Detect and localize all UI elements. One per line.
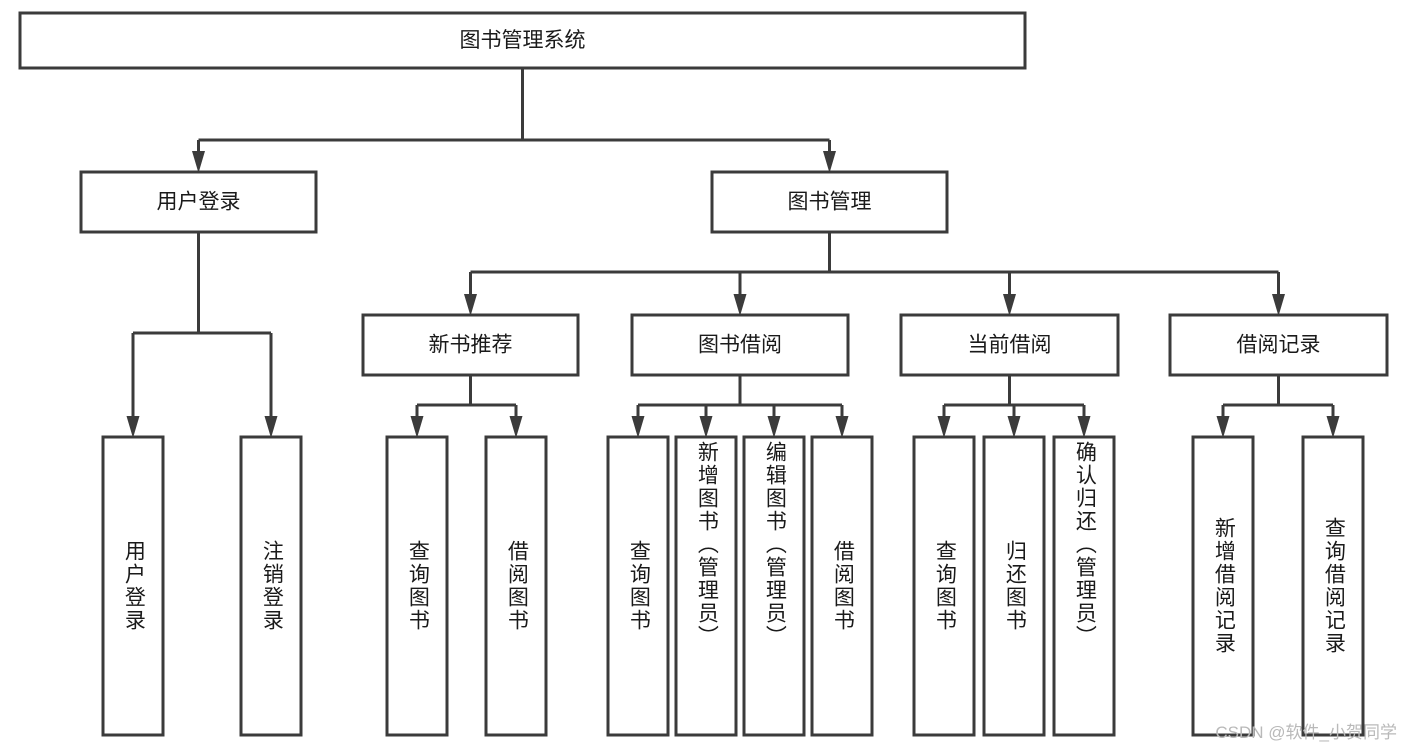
node-box-leaf-edit-book[interactable] — [742, 435, 806, 737]
node-label-borrow-record: 借阅记录 — [1237, 334, 1321, 357]
arrow-head-c-bb-leaf-leaf-query-book-borrow — [631, 416, 645, 438]
arrow-head-c-root-l1-user-login — [192, 151, 205, 173]
node-box-leaf-add-book[interactable] — [674, 435, 738, 737]
node-label-book-manage: 图书管理 — [788, 191, 872, 214]
node-box-new-book-recommend[interactable] — [361, 313, 580, 377]
node-box-leaf-return-book[interactable] — [982, 435, 1046, 737]
node-box-user-login[interactable] — [79, 170, 318, 234]
node-label-root: 图书管理系统 — [460, 29, 586, 52]
arrow-head-c-bm-l2-borrow-record — [1272, 294, 1285, 316]
arrow-head-c-bb-leaf-leaf-edit-book — [767, 416, 781, 438]
node-box-leaf-add-record[interactable] — [1191, 435, 1255, 737]
arrow-head-c-bb-leaf-leaf-add-book — [699, 416, 713, 438]
arrow-head-c-ul-leaf-leaf-user-login — [126, 416, 140, 438]
node-box-book-manage[interactable] — [710, 170, 949, 234]
arrow-head-c-bb-leaf-leaf-borrow-book — [835, 416, 849, 438]
csdn-watermark: CSDN @软件_小贺同学 — [1215, 723, 1397, 742]
arrow-head-c-cb-leaf-leaf-return-book — [1007, 416, 1021, 438]
arrow-head-c-nbr-leaf-leaf-borrow-book-rec — [509, 416, 523, 438]
node-label-book-borrow: 图书借阅 — [698, 334, 782, 357]
node-label-new-book-recommend: 新书推荐 — [429, 334, 513, 357]
node-box-layer — [18, 11, 1389, 737]
node-box-book-borrow[interactable] — [630, 313, 850, 377]
node-box-leaf-borrow-book[interactable] — [810, 435, 874, 737]
node-box-leaf-query-book-rec[interactable] — [385, 435, 449, 737]
node-box-root[interactable] — [18, 11, 1027, 70]
arrow-head-c-br-leaf-leaf-add-record — [1216, 416, 1230, 438]
node-box-leaf-borrow-book-rec[interactable] — [484, 435, 548, 737]
node-label-user-login: 用户登录 — [157, 191, 241, 214]
arrow-head-c-cb-leaf-leaf-query-book-cur — [937, 416, 951, 438]
node-box-leaf-query-book-borrow[interactable] — [606, 435, 670, 737]
arrow-head-c-ul-leaf-leaf-logout — [264, 416, 278, 438]
node-label-current-borrow: 当前借阅 — [968, 334, 1052, 357]
arrow-head-c-cb-leaf-leaf-confirm-return — [1077, 416, 1091, 438]
arrow-head-c-nbr-leaf-leaf-query-book-rec — [410, 416, 424, 438]
node-box-leaf-user-login[interactable] — [101, 435, 165, 737]
arrow-head-c-br-leaf-leaf-query-record — [1326, 416, 1340, 438]
node-box-leaf-query-record[interactable] — [1301, 435, 1365, 737]
node-box-borrow-record[interactable] — [1168, 313, 1389, 377]
arrow-head-c-root-l1-book-manage — [823, 151, 836, 173]
node-box-leaf-logout[interactable] — [239, 435, 303, 737]
arrow-head-c-bm-l2-current-borrow — [1003, 294, 1016, 316]
arrow-head-c-bm-l2-new-book-recommend — [464, 294, 477, 316]
arrow-head-c-bm-l2-book-borrow — [733, 294, 747, 316]
connector-layer — [126, 68, 1340, 438]
node-box-leaf-query-book-cur[interactable] — [912, 435, 976, 737]
node-box-leaf-confirm-return[interactable] — [1052, 435, 1116, 737]
node-box-current-borrow[interactable] — [899, 313, 1120, 377]
